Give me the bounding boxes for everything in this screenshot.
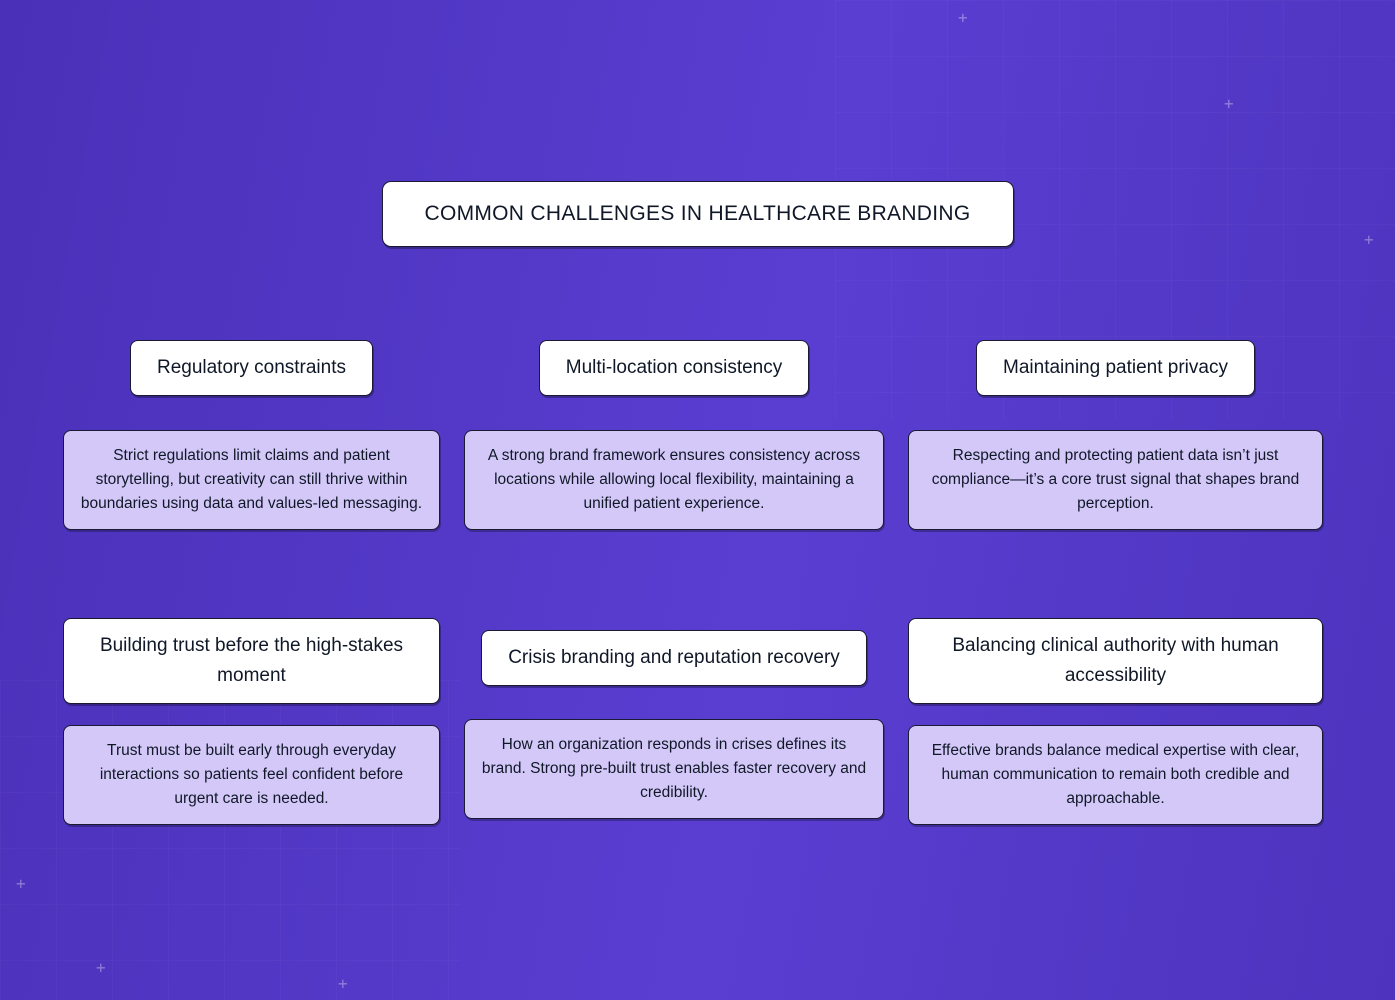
plus-decoration-icon: + [958, 8, 968, 27]
challenge-title: Maintaining patient privacy [976, 340, 1255, 396]
challenge-title: Balancing clinical authority with human … [908, 618, 1323, 704]
challenge-title-slot: Maintaining patient privacy [908, 340, 1323, 396]
challenge-title: Building trust before the high-stakes mo… [63, 618, 440, 704]
challenge-description: Effective brands balance medical experti… [908, 725, 1323, 825]
challenge-title-slot: Multi-location consistency [464, 340, 884, 396]
challenge-description: Trust must be built early through everyd… [63, 725, 440, 825]
challenges-grid: Regulatory constraints Strict regulation… [63, 340, 1332, 825]
page-title: COMMON CHALLENGES IN HEALTHCARE BRANDING [381, 181, 1014, 247]
plus-decoration-icon: + [1364, 230, 1374, 249]
challenge-description: Strict regulations limit claims and pati… [63, 430, 440, 530]
challenge-multi-location-consistency: Multi-location consistency A strong bran… [464, 340, 884, 530]
challenge-title: Crisis branding and reputation recovery [481, 630, 867, 686]
plus-decoration-icon: + [16, 874, 26, 893]
challenge-crisis-branding: Crisis branding and reputation recovery … [464, 618, 884, 825]
challenge-balancing-clinical-authority: Balancing clinical authority with human … [908, 618, 1323, 825]
plus-decoration-icon: + [338, 974, 348, 993]
challenge-title: Regulatory constraints [129, 340, 374, 396]
challenge-title: Multi-location consistency [538, 340, 810, 396]
challenge-description: Respecting and protecting patient data i… [908, 430, 1323, 530]
challenge-description: How an organization responds in crises d… [464, 719, 884, 819]
plus-decoration-icon: + [1224, 94, 1234, 113]
challenge-description: A strong brand framework ensures consist… [464, 430, 884, 530]
challenge-title-slot: Regulatory constraints [63, 340, 440, 396]
plus-decoration-icon: + [96, 958, 106, 977]
challenge-title-slot: Balancing clinical authority with human … [908, 618, 1323, 704]
challenge-title-slot: Crisis branding and reputation recovery [464, 618, 884, 698]
challenge-maintaining-patient-privacy: Maintaining patient privacy Respecting a… [908, 340, 1323, 530]
challenge-building-trust: Building trust before the high-stakes mo… [63, 618, 440, 825]
challenge-regulatory-constraints: Regulatory constraints Strict regulation… [63, 340, 440, 530]
challenge-title-slot: Building trust before the high-stakes mo… [63, 618, 440, 704]
